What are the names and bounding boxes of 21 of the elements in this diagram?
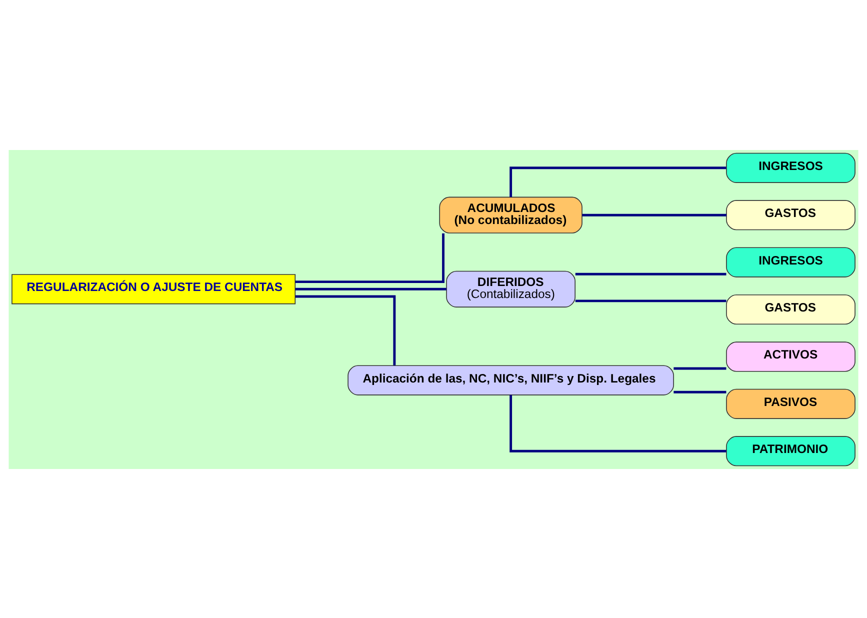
connector <box>295 232 444 283</box>
node-box: GASTOS <box>726 294 856 324</box>
connector <box>575 272 726 275</box>
connector <box>510 394 726 452</box>
connector <box>575 299 726 302</box>
connector <box>295 294 396 365</box>
node-box: GASTOS <box>726 200 856 230</box>
node-box: ACUMULADOS (No contabilizados) <box>439 196 582 233</box>
node-box: INGRESOS <box>726 152 856 182</box>
connector <box>510 166 726 196</box>
connector <box>674 366 726 370</box>
node-box: Aplicación de las, NC, NIC’s, NIIF’s y Disp. Legales <box>348 364 674 395</box>
node-box: DIFERIDOS (Contabilizados) <box>446 270 576 307</box>
node-box: REGULARIZACIÓN O AJUSTE DE CUENTAS <box>12 274 296 304</box>
connector <box>582 213 726 216</box>
node-box: PATRIMONIO <box>726 436 856 466</box>
node-box: PASIVOS <box>726 388 856 418</box>
node-box: INGRESOS <box>726 246 856 277</box>
node-box: ACTIVOS <box>726 341 856 372</box>
connector <box>674 390 726 393</box>
connector <box>295 287 446 290</box>
